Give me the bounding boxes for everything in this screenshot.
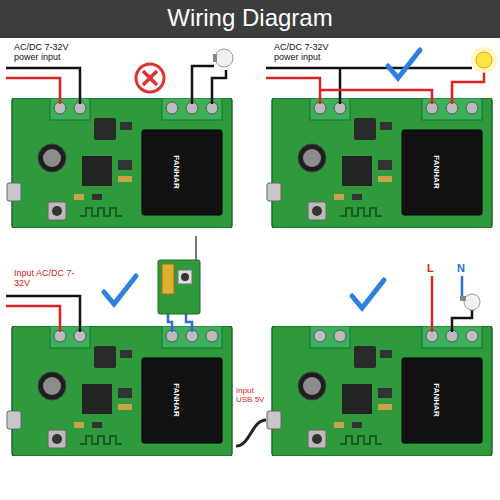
relay-brand: FANHAR	[171, 155, 180, 188]
remote-module	[181, 273, 189, 281]
phase-label-holder: L	[427, 262, 434, 275]
wiring-right	[266, 67, 472, 70]
cross-mark	[143, 71, 157, 85]
usb-label-holder: Input USB 5V	[236, 386, 266, 404]
wiring-right	[452, 72, 484, 104]
wiring-right	[266, 78, 320, 104]
lit-bulb	[476, 52, 492, 68]
relay-board	[267, 326, 492, 456]
power-label-holder: Input AC/DC 7-32V	[14, 268, 86, 289]
relay-board	[267, 98, 492, 228]
wiring-wrong	[6, 66, 226, 104]
wiring-usb	[431, 276, 434, 332]
remote-module	[158, 260, 200, 314]
wiring-wrong	[192, 66, 214, 104]
relay-board	[7, 326, 232, 456]
power-label-holder: AC/DC 7-32V power input	[274, 42, 344, 63]
bulb	[215, 49, 233, 67]
remote-module	[162, 264, 174, 294]
relay-brand: FANHAR	[171, 383, 180, 416]
wiring-remote	[186, 312, 192, 332]
usb-label: Input USB 5V	[236, 386, 266, 404]
bulb	[213, 54, 217, 62]
lit-bulb	[471, 47, 497, 73]
wiring-right	[320, 90, 432, 104]
wiring-remote	[6, 306, 60, 332]
check-mark	[388, 50, 420, 78]
title: Wiring Diagram	[0, 4, 500, 32]
relay-brand: FANHAR	[431, 155, 440, 188]
bulb	[460, 296, 466, 301]
title-band	[0, 0, 500, 38]
wiring-remote	[6, 296, 80, 332]
phase-label: L	[427, 262, 434, 275]
wiring-wrong	[212, 70, 226, 104]
power-label: AC/DC 7-32V power input	[274, 42, 344, 63]
wiring-usb	[452, 310, 472, 332]
power-label: AC/DC 7-32V power input	[14, 42, 84, 63]
relay-brand: FANHAR	[431, 383, 440, 416]
lit-bulb	[471, 47, 497, 73]
wiring-usb	[236, 420, 266, 446]
cross-mark	[136, 64, 164, 92]
check-mark	[104, 276, 136, 304]
wiring-right	[339, 68, 342, 104]
wiring-remote	[168, 312, 172, 332]
power-label: Input AC/DC 7-32V	[14, 268, 86, 289]
remote-module	[158, 236, 200, 314]
cross-mark	[136, 64, 164, 92]
wiring-wrong	[6, 78, 60, 104]
remote-module	[178, 270, 192, 284]
bulb	[213, 49, 233, 67]
power-label-holder: AC/DC 7-32V power input	[14, 42, 84, 63]
neutral-label: N	[457, 262, 465, 275]
bulb	[460, 294, 480, 310]
bulb	[464, 294, 480, 310]
title-holder: Wiring Diagram	[0, 4, 500, 32]
wiring-right	[266, 68, 484, 104]
relay-board	[7, 98, 232, 228]
wiring-usb	[461, 276, 464, 296]
check-mark	[352, 280, 384, 308]
remote-module	[195, 236, 197, 262]
neutral-label-holder: N	[457, 262, 465, 275]
wiring-usb	[236, 276, 472, 446]
wiring-wrong	[6, 68, 80, 104]
